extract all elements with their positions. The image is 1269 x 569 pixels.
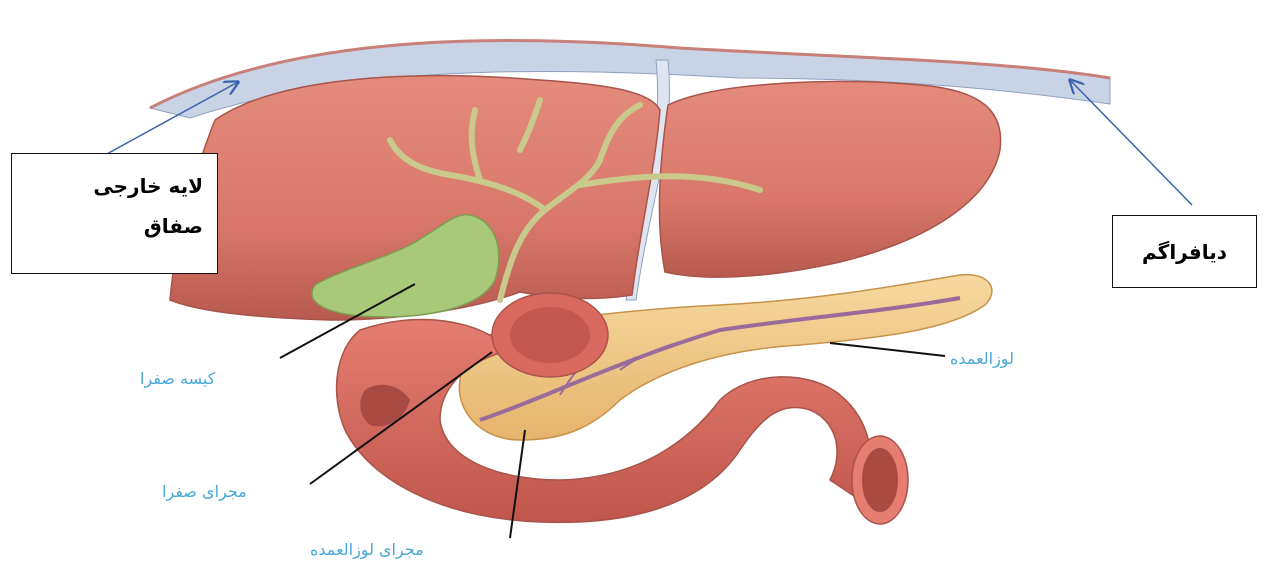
- bile-duct-label: مجرای صفرا: [162, 482, 247, 501]
- diaphragm-arrow: [1070, 80, 1192, 205]
- liver: [170, 76, 1001, 320]
- stomach-cut: [492, 293, 608, 377]
- peritoneum-label-box: لایه خارجی صفاق: [11, 153, 218, 274]
- peritoneum-label-line1: لایه خارجی: [22, 166, 203, 206]
- gallbladder-label: کیسه صفرا: [140, 369, 215, 388]
- diaphragm-label-box: دیافراگم: [1112, 215, 1257, 288]
- peritoneum-label-line2: صفاق: [22, 206, 203, 246]
- diaphragm-label: دیافراگم: [1142, 240, 1227, 264]
- pancreatic-duct-label: مجرای لوزالعمده: [310, 540, 424, 559]
- pancreas-label: لوزالعمده: [950, 349, 1014, 368]
- pancreas-leader: [830, 343, 945, 356]
